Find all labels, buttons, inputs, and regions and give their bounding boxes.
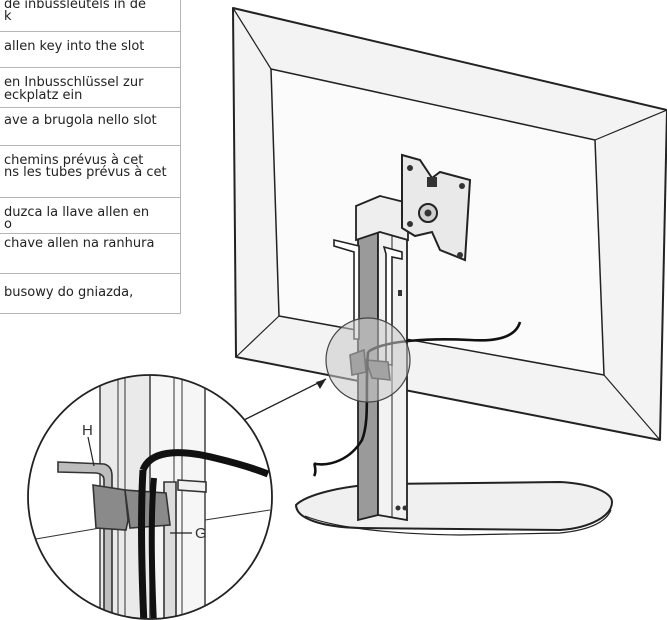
instruction-text: duzca la llave allen en — [4, 205, 150, 220]
instruction-text: ave a brugola nello slot — [4, 113, 157, 128]
instruction-row-german: en Inbusschlüssel zur eckplatz ein — [0, 68, 180, 108]
instruction-text: de inbussleutels in de — [4, 0, 146, 12]
instruction-text: eckplatz ein — [4, 88, 83, 103]
callout-label-g: G — [195, 525, 207, 542]
instruction-text: chemins prévus à cet — [4, 153, 144, 168]
callout-line — [239, 378, 327, 423]
instruction-row-english: allen key into the slot — [0, 32, 180, 68]
instruction-row-polish: busowy do gniazda, — [0, 274, 180, 313]
callout-label-h: H — [82, 422, 93, 439]
vesa-mount-plate — [401, 153, 472, 262]
instruction-text: chave allen na ranhura — [4, 236, 155, 251]
zoom-highlight — [325, 317, 411, 403]
instruction-text: ns les tubes prévus à cet — [4, 165, 167, 180]
callout-arrow — [316, 379, 326, 389]
instruction-row-italian: ave a brugola nello slot — [0, 108, 180, 146]
stand-base — [294, 480, 614, 536]
instruction-row-portuguese: chave allen na ranhura — [0, 234, 180, 274]
instruction-row-french: chemins prévus à cet ns les tubes prévus… — [0, 146, 180, 198]
instruction-text: k — [4, 9, 12, 24]
detail-magnifier — [27, 374, 273, 620]
instruction-table: de inbussleutels in de k allen key into … — [0, 0, 181, 314]
instruction-row-dutch: de inbussleutels in de k — [0, 0, 180, 32]
instruction-text: busowy do gniazda, — [4, 285, 134, 300]
instruction-text: allen key into the slot — [4, 39, 145, 54]
instruction-text: en Inbusschlüssel zur — [4, 75, 144, 90]
instruction-row-spanish: duzca la llave allen en o — [0, 198, 180, 234]
instruction-text: o — [4, 217, 12, 232]
